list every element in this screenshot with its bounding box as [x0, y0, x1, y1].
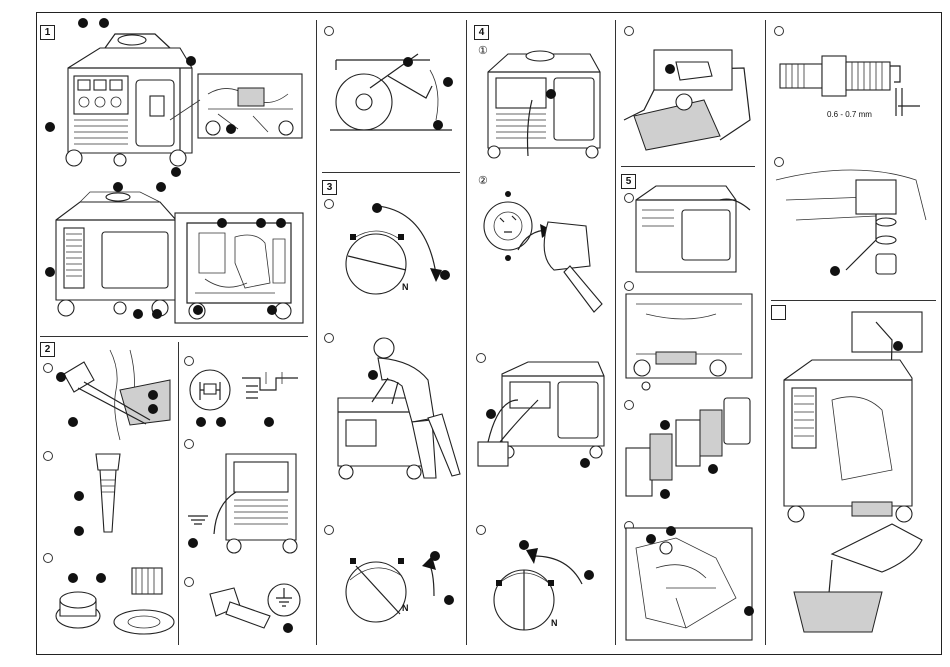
callout-dot [68, 573, 78, 583]
battery-connect-icon [478, 360, 608, 470]
generator-detail-icon [198, 74, 302, 138]
callout-dot [368, 370, 378, 380]
column-divider [178, 342, 179, 645]
callout-dot [188, 538, 198, 548]
generator-open-icon [626, 180, 750, 280]
step-marker [624, 26, 634, 36]
callout-dot [99, 18, 109, 28]
generator-oil-drain-icon [772, 310, 938, 640]
callout-dot [156, 182, 166, 192]
callout-dot [56, 372, 66, 382]
step-marker [324, 525, 334, 535]
callout-dot [443, 77, 453, 87]
callout-dot [646, 534, 656, 544]
step-marker [184, 577, 194, 587]
callout-dot [133, 309, 143, 319]
callout-dot [217, 218, 227, 228]
callout-dot [660, 489, 670, 499]
step-marker [184, 356, 194, 366]
callout-dot [665, 64, 675, 74]
section-divider [771, 300, 936, 301]
section-divider [621, 166, 755, 167]
callout-dot [430, 551, 440, 561]
oil-pan-icon [626, 294, 752, 398]
callout-dot [68, 417, 78, 427]
callout-dot [78, 18, 88, 28]
callout-dot [283, 623, 293, 633]
callout-dot [403, 57, 413, 67]
callout-dot [660, 420, 670, 430]
callout-dot [264, 417, 274, 427]
column-divider [466, 20, 467, 645]
choke-dial-icon [486, 536, 602, 646]
air-filter-icon [624, 396, 754, 506]
callout-dot [708, 464, 718, 474]
fuel-valve-icon [624, 40, 754, 160]
step-marker [324, 199, 334, 209]
step-marker [324, 26, 334, 36]
person-lifting-icon [332, 338, 460, 484]
section-divider [40, 336, 308, 337]
callout-dot [666, 526, 676, 536]
section-number: 3 [322, 180, 337, 195]
callout-dot [546, 89, 556, 99]
plug-label: N [402, 282, 409, 292]
step-marker [774, 26, 784, 36]
funnel-icon [90, 452, 130, 544]
step-marker [43, 451, 53, 461]
callout-dot [256, 218, 266, 228]
callout-dot [193, 305, 203, 315]
step-marker [476, 525, 486, 535]
callout-dot [830, 266, 840, 276]
section-number: 4 [474, 25, 489, 40]
spark-plug-icon [780, 40, 940, 120]
ground-terminal-icon [200, 580, 310, 644]
callout-dot [744, 606, 754, 616]
callout-dot [196, 417, 206, 427]
callout-dot [74, 526, 84, 536]
callout-dot [519, 540, 529, 550]
callout-dot [186, 56, 196, 66]
callout-dot [372, 203, 382, 213]
callout-dot [45, 122, 55, 132]
callout-dot [440, 270, 450, 280]
callout-dot [893, 341, 903, 351]
spark-plug-install-icon [776, 160, 936, 290]
callout-dot [444, 595, 454, 605]
plug-connect-icon [478, 186, 608, 316]
callout-dot [580, 458, 590, 468]
callout-dot [486, 409, 496, 419]
oil-filter-icon [50, 560, 174, 642]
column-divider [765, 20, 766, 645]
callout-dot [433, 120, 443, 130]
callout-dot [584, 570, 594, 580]
callout-dot [276, 218, 286, 228]
section-number: 1 [40, 25, 55, 40]
callout-dot [45, 267, 55, 277]
callout-dot [148, 404, 158, 414]
callout-dot [96, 573, 106, 583]
generator-side-icon [50, 190, 180, 320]
plug-label: N [551, 618, 558, 628]
plug-label: N [402, 603, 409, 613]
callout-dot [216, 417, 226, 427]
gap-label: 0.6 - 0.7 mm [827, 110, 872, 119]
choke-dial-icon [336, 196, 456, 306]
callout-dot [267, 305, 277, 315]
callout-dot [171, 167, 181, 177]
step-marker [624, 281, 634, 291]
column-divider [316, 20, 317, 645]
callout-dot [148, 390, 158, 400]
callout-dot [226, 124, 236, 134]
generator-ground-icon [186, 444, 304, 556]
callout-dot [152, 309, 162, 319]
callout-dot [74, 491, 84, 501]
callout-dot [113, 182, 123, 192]
engine-closeup-icon [626, 528, 752, 644]
generator-front-icon [480, 44, 606, 160]
column-divider [615, 20, 616, 645]
section-divider [322, 172, 460, 173]
leader-line [170, 90, 210, 130]
